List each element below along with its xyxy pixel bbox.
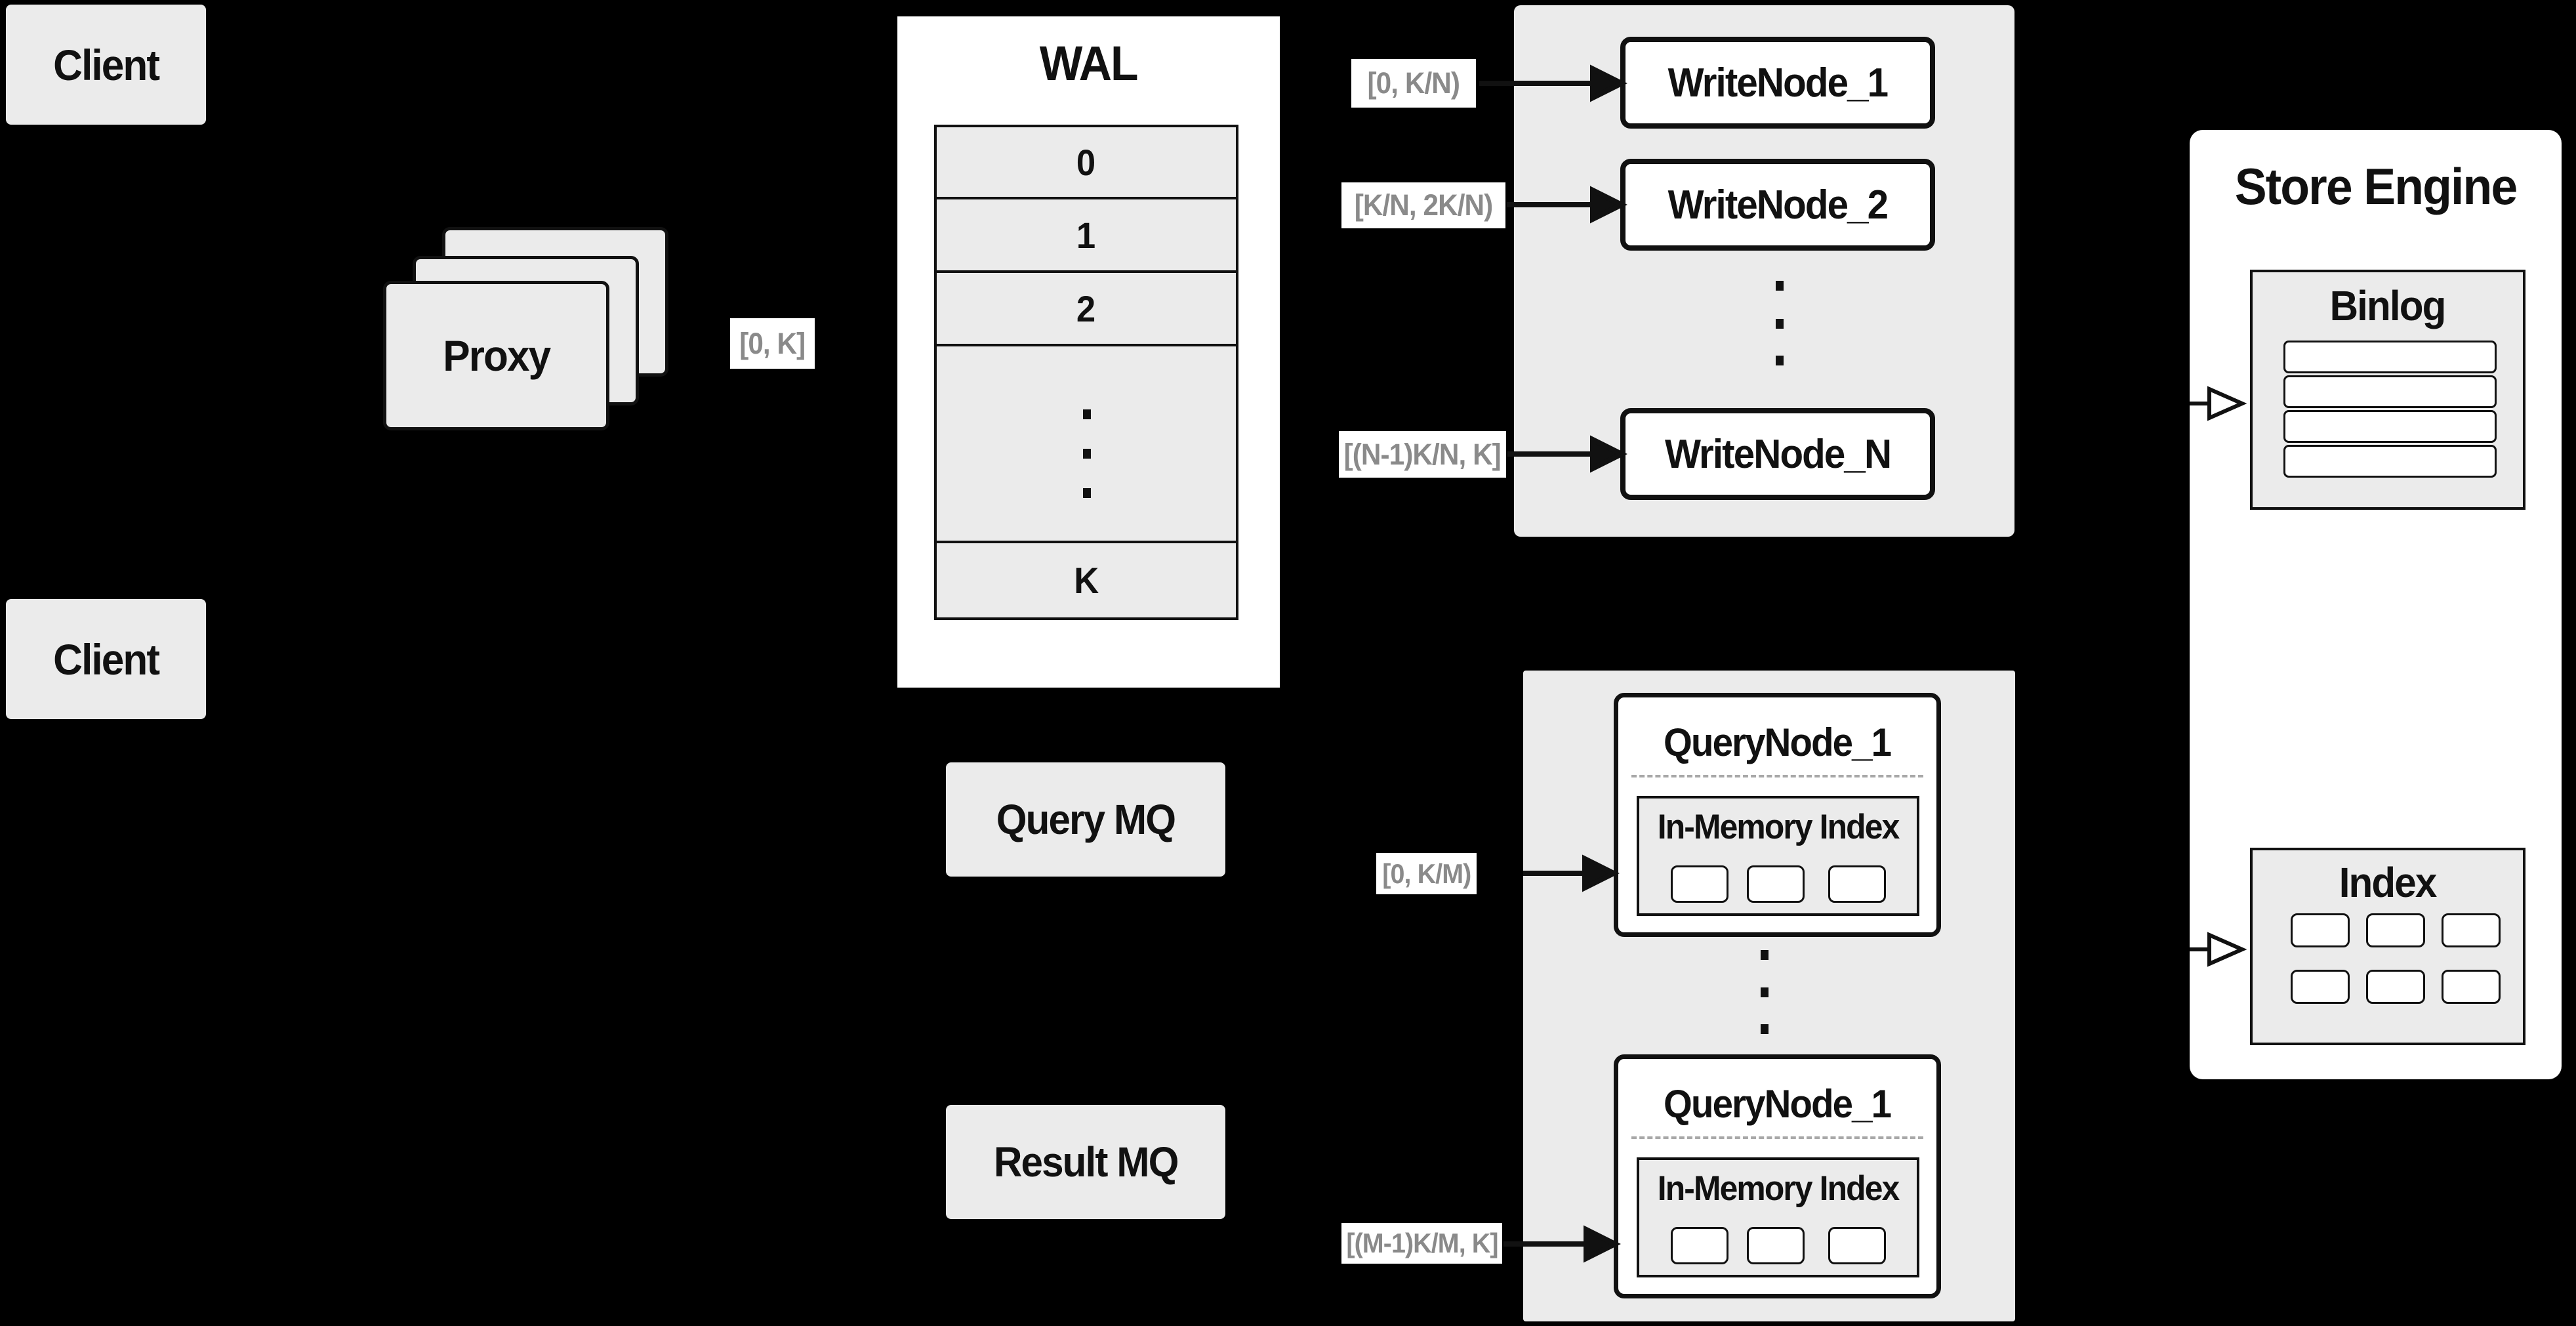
range-label-proxy-out-text: [0, K] [739,326,806,360]
store-engine-title-text: Store Engine [2234,157,2518,215]
client-node-bottom: Client [6,599,206,719]
query-node-1-title-text: QueryNode_1 [1664,720,1892,764]
memory-segment [1828,1227,1886,1264]
in-memory-index-box-2: In-Memory Index [1637,1157,1919,1277]
query-mq-label: Query MQ [996,796,1176,843]
index-segment [2366,970,2425,1004]
write-node-2-label: WriteNode_2 [1667,182,1889,228]
wal-row-ellipsis [937,346,1236,543]
result-mq-label: Result MQ [993,1138,1179,1186]
range-label-proxy-out: [0, K] [730,318,815,369]
result-mq-node: Result MQ [946,1105,1225,1219]
wal-segment-table: 0 1 2 K [934,125,1238,620]
memory-segment [1747,865,1805,903]
ellipsis-dot [1083,449,1091,459]
client-node-top: Client [6,5,206,125]
store-engine-title: Store Engine [2190,152,2562,220]
memory-segment [1747,1227,1805,1264]
in-memory-index-2-title-text: In-Memory Index [1657,1169,1900,1208]
memory-segment [1671,865,1728,903]
client-bottom-label: Client [52,634,160,684]
range-label-write-2-text: [K/N, 2K/N) [1354,188,1494,222]
range-label-write-3-text: [(N-1)K/N, K] [1343,437,1502,471]
memory-segment [1828,865,1886,903]
ellipsis-dot [1761,1024,1768,1034]
memory-segment [1671,1227,1728,1264]
wal-row-1: 1 [937,199,1236,273]
wal-row-0-text: 0 [1076,141,1096,183]
range-label-write-1: [0, K/N) [1351,59,1476,108]
index-title-text: Index [2339,859,2438,906]
binlog-title-text: Binlog [2330,282,2447,329]
wal-row-k: K [937,543,1236,617]
proxy-label: Proxy [442,331,551,380]
client-top-label: Client [52,40,160,89]
index-segment [2442,970,2501,1004]
binlog-row [2283,375,2497,408]
index-segment [2291,913,2350,947]
ellipsis-dot [1761,987,1768,997]
wal-title-text: WAL [1040,35,1139,91]
range-label-write-1-text: [0, K/N) [1367,66,1460,100]
in-memory-index-2-title: In-Memory Index [1639,1168,1917,1209]
write-node-n-label: WriteNode_N [1664,431,1892,477]
range-label-query-out-text: [(M-1)K/M, K] [1345,1228,1498,1258]
wal-row-1-text: 1 [1076,214,1096,256]
query-node-1-divider [1631,775,1923,777]
wal-row-2: 2 [937,273,1236,346]
index-title: Index [2250,856,2525,909]
range-label-query-in: [0, K/M) [1376,853,1477,894]
ellipsis-dot [1776,281,1784,291]
in-memory-index-1-title-text: In-Memory Index [1657,807,1900,846]
write-node-2: WriteNode_2 [1620,159,1935,251]
index-segment [2291,970,2350,1004]
range-label-write-3: [(N-1)K/N, K] [1339,431,1506,478]
wal-row-k-text: K [1073,560,1099,601]
write-node-n: WriteNode_N [1620,408,1935,500]
wal-title: WAL [897,31,1280,94]
write-node-1-label: WriteNode_1 [1667,60,1889,106]
binlog-row [2283,410,2497,443]
write-node-1: WriteNode_1 [1620,37,1935,129]
range-label-write-2: [K/N, 2K/N) [1341,182,1505,228]
binlog-row [2283,445,2497,478]
ellipsis-dot [1761,950,1768,960]
query-node-1-title: QueryNode_1 [1618,717,1936,767]
query-node-2: QueryNode_1 In-Memory Index [1614,1054,1941,1298]
query-node-2-divider [1631,1136,1923,1139]
ellipsis-dot [1776,356,1784,365]
index-segment [2442,913,2501,947]
binlog-row [2283,341,2497,373]
index-segment [2366,913,2425,947]
ellipsis-dot [1083,409,1091,419]
query-node-1: QueryNode_1 In-Memory Index [1614,693,1941,937]
query-node-2-title: QueryNode_1 [1618,1079,1936,1129]
wal-row-0: 0 [937,127,1236,199]
query-mq-node: Query MQ [946,762,1225,877]
in-memory-index-1-title: In-Memory Index [1639,806,1917,847]
query-node-2-title-text: QueryNode_1 [1664,1081,1892,1126]
binlog-title: Binlog [2250,278,2525,333]
range-label-query-out: [(M-1)K/M, K] [1341,1223,1502,1264]
in-memory-index-box-1: In-Memory Index [1637,796,1919,916]
ellipsis-dot [1776,319,1784,329]
wal-row-2-text: 2 [1076,287,1096,329]
ellipsis-dot [1083,488,1091,498]
range-label-query-in-text: [0, K/M) [1381,858,1471,889]
proxy-card-front: Proxy [383,281,609,430]
